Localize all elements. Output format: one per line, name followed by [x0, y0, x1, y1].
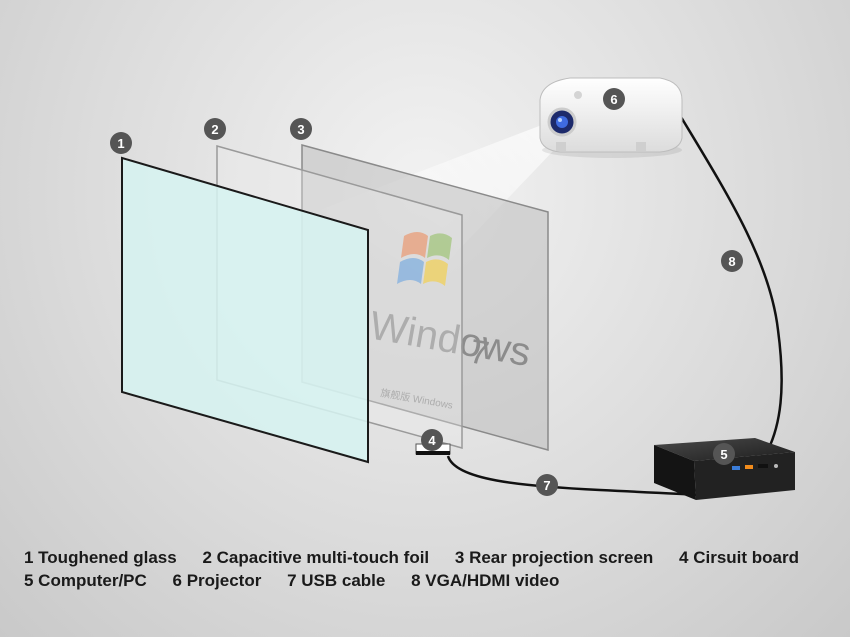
- svg-text:3: 3: [297, 122, 304, 137]
- marker-1: 1: [110, 132, 132, 154]
- marker-6: 6: [603, 88, 625, 110]
- legend-item-circuit-board: 4 Cirsuit board: [679, 548, 800, 567]
- legend-item-usb-cable: 7 USB cable: [287, 571, 386, 590]
- projector: [539, 77, 683, 158]
- legend: 1 Toughened glass 2 Capacitive multi-tou…: [24, 546, 834, 592]
- marker-4: 4: [421, 429, 443, 451]
- marker-2: 2: [204, 118, 226, 140]
- legend-item-toughened-glass: 1 Toughened glass: [24, 548, 177, 567]
- legend-item-projection-screen: 3 Rear projection screen: [454, 548, 654, 567]
- vga-hdmi-cable: [676, 111, 783, 451]
- svg-text:4: 4: [428, 433, 436, 448]
- legend-item-touch-foil: 2 Capacitive multi-touch foil: [202, 548, 430, 567]
- marker-5: 5: [713, 443, 735, 465]
- svg-text:7: 7: [543, 478, 550, 493]
- marker-8: 8: [721, 250, 743, 272]
- legend-item-computer: 5 Computer/PC: [24, 571, 147, 590]
- svg-text:8: 8: [728, 254, 735, 269]
- legend-row-1: 1 Toughened glass 2 Capacitive multi-tou…: [24, 546, 834, 569]
- svg-text:2: 2: [211, 122, 218, 137]
- marker-7: 7: [536, 474, 558, 496]
- legend-row-2: 5 Computer/PC 6 Projector 7 USB cable 8 …: [24, 569, 834, 592]
- legend-item-video-cable: 8 VGA/HDMI video: [411, 571, 560, 590]
- marker-3: 3: [290, 118, 312, 140]
- toughened-glass: [121, 156, 369, 464]
- svg-text:5: 5: [720, 447, 727, 462]
- svg-text:6: 6: [610, 92, 617, 107]
- svg-text:1: 1: [117, 136, 124, 151]
- windows-logo: [397, 232, 452, 286]
- legend-item-projector: 6 Projector: [172, 571, 262, 590]
